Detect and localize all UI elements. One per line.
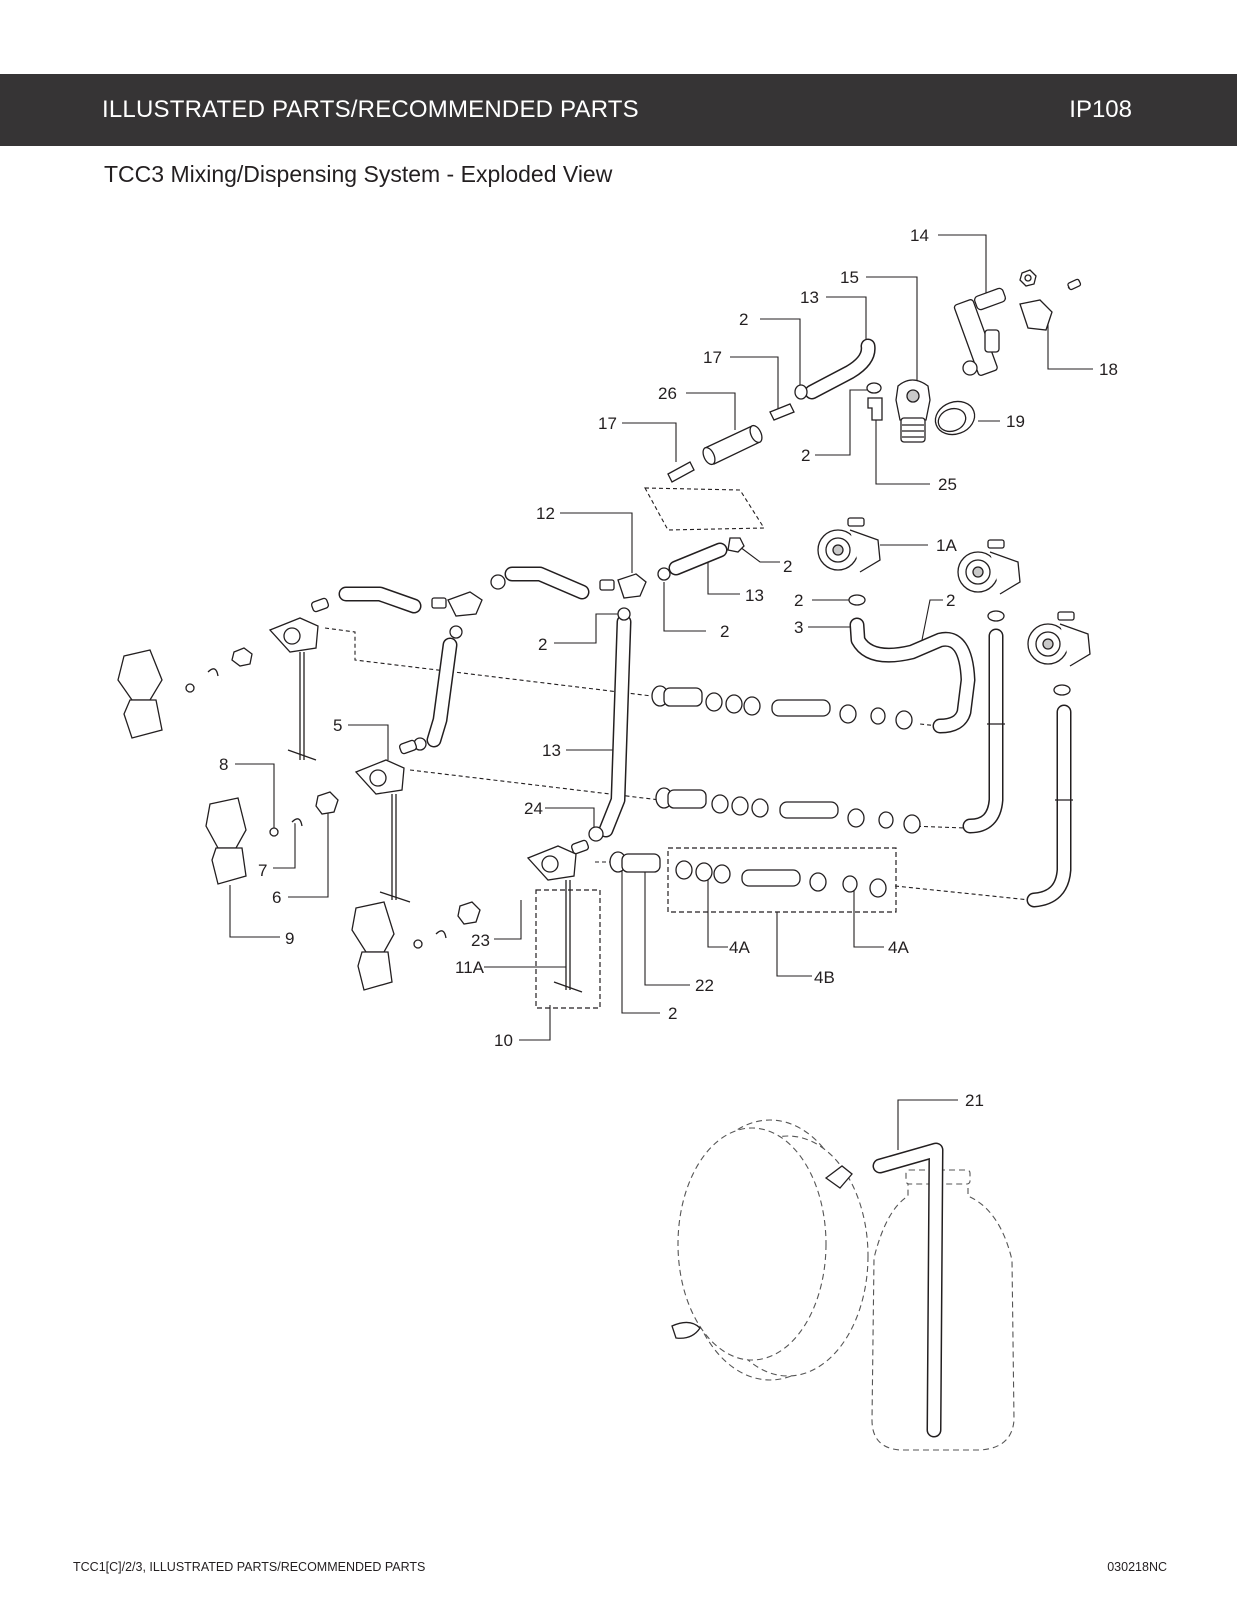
callout-13-mid: 13 — [745, 586, 764, 605]
callout-2-bottom: 2 — [668, 1004, 677, 1023]
callout-23: 23 — [471, 931, 490, 950]
callout-8: 8 — [219, 755, 228, 774]
callout-24: 24 — [524, 799, 543, 818]
hopper-outlets — [817, 517, 1091, 908]
callout-11A: 11A — [455, 958, 485, 977]
callout-18: 18 — [1099, 360, 1118, 379]
callout-13-top: 13 — [800, 288, 819, 307]
callout-2-tee: 2 — [783, 557, 792, 576]
mixing-chain-row-3 — [609, 851, 887, 898]
callout-12: 12 — [536, 504, 555, 523]
callout-17-lower: 17 — [598, 414, 617, 433]
header-bar — [0, 74, 1237, 146]
callout-1A: 1A — [936, 536, 957, 555]
valve-assembly-3 — [351, 839, 590, 993]
page-header-title: ILLUSTRATED PARTS/RECOMMENDED PARTS — [102, 96, 639, 123]
callout-13-vertical: 13 — [542, 741, 561, 760]
callout-4B: 4B — [814, 968, 835, 987]
callout-2-top: 2 — [739, 310, 748, 329]
valve-assembly-2 — [205, 739, 418, 903]
callout-7: 7 — [258, 861, 267, 880]
syrup-jug-assembly — [671, 1119, 1015, 1451]
callout-4A-right: 4A — [888, 938, 909, 957]
footer-revision-code: 030218NC — [1107, 1560, 1167, 1574]
valve-assembly-1 — [117, 597, 330, 761]
callout-25: 25 — [938, 475, 957, 494]
callout-2-left: 2 — [538, 635, 547, 654]
manifold-tubing — [338, 537, 745, 842]
callout-22: 22 — [695, 976, 714, 995]
callout-14: 14 — [910, 226, 929, 245]
mixer-assembly — [667, 269, 1082, 483]
callout-6: 6 — [272, 888, 281, 907]
footer-document-ref: TCC1[C]/2/3, ILLUSTRATED PARTS/RECOMMEND… — [73, 1560, 426, 1574]
diagram-subtitle: TCC3 Mixing/Dispensing System - Exploded… — [104, 161, 613, 187]
callout-17-upper: 17 — [703, 348, 722, 367]
callout-2-center: 2 — [720, 622, 729, 641]
page-code: IP108 — [1069, 96, 1132, 123]
callout-21: 21 — [965, 1091, 984, 1110]
callout-5: 5 — [333, 716, 342, 735]
mixing-chain-row-2 — [655, 787, 921, 834]
callout-15: 15 — [840, 268, 859, 287]
callout-4A-left: 4A — [729, 938, 750, 957]
callout-9: 9 — [285, 929, 294, 948]
callout-2-outlet: 2 — [794, 591, 803, 610]
callout-26: 26 — [658, 384, 677, 403]
mixing-chain-row-1 — [651, 685, 913, 730]
leader-lines — [229, 234, 1093, 1150]
callout-2-pump: 2 — [801, 446, 810, 465]
callout-19: 19 — [1006, 412, 1025, 431]
callout-3: 3 — [794, 618, 803, 637]
callout-2-right: 2 — [946, 591, 955, 610]
callout-10: 10 — [494, 1031, 513, 1050]
callout-labels: 14 15 13 2 18 17 26 19 17 2 25 12 1A 2 1… — [219, 226, 1118, 1110]
